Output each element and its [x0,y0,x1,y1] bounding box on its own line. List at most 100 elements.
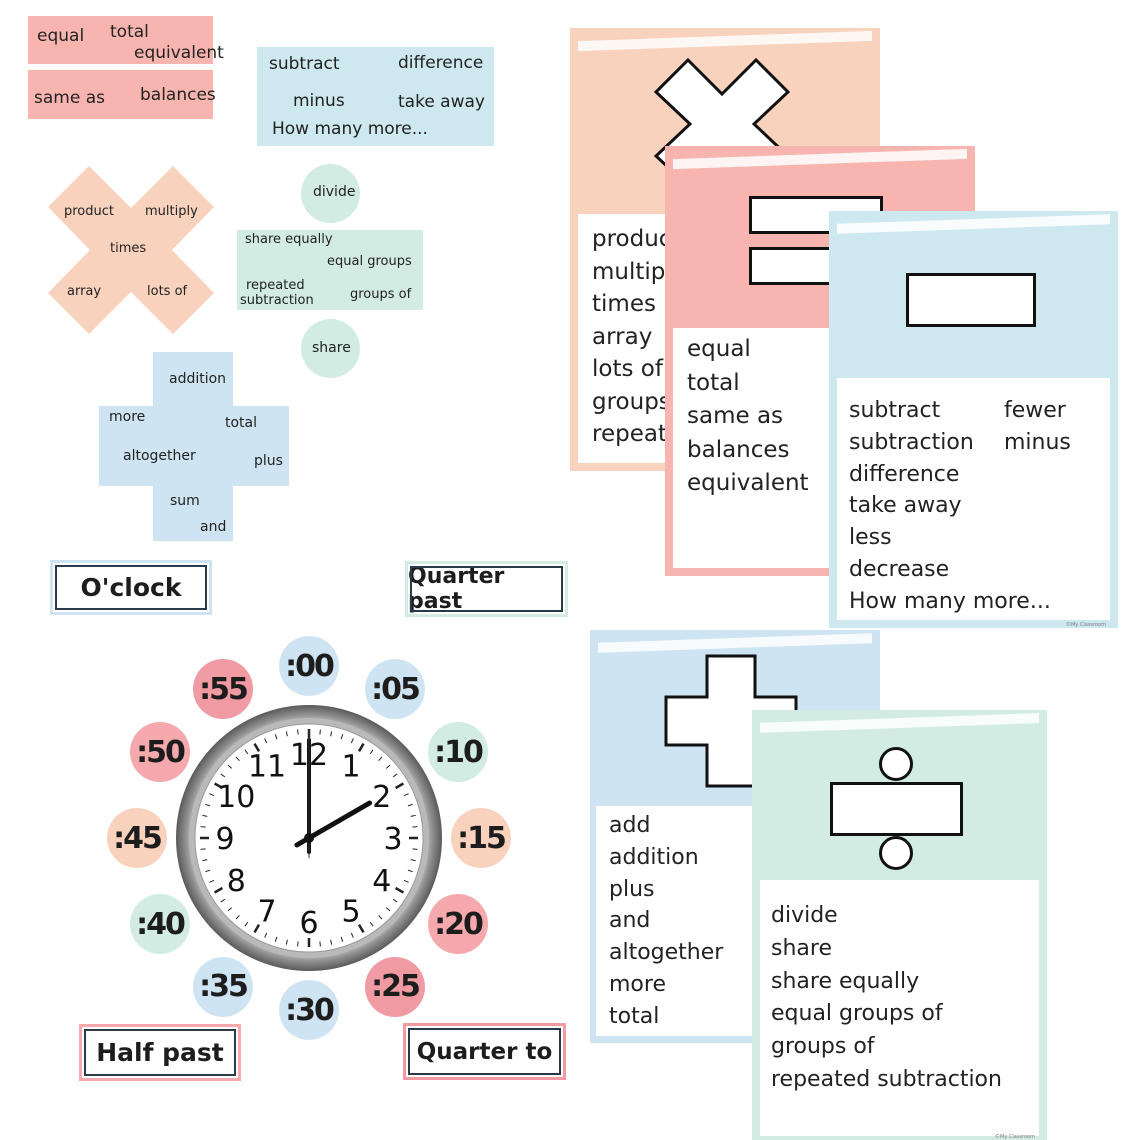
minute-circle: :45 [107,808,167,868]
poster-word: difference [849,461,960,487]
word-multiply: multiply [145,204,198,219]
clock-numeral: 4 [372,864,391,899]
clock-numeral: 6 [299,906,318,941]
clock-tick [378,756,383,762]
clock-tick [274,734,278,740]
clock-ticks [200,729,418,947]
poster-word: add [609,813,651,838]
clock-tick [253,923,261,934]
clock-tick [244,921,249,927]
clock-tick [394,782,405,790]
clock-tick [407,869,413,873]
word-total: total [110,22,149,42]
poster-word: array [592,323,653,350]
poster-word: How many more... [849,588,1051,614]
quarter-past-label: Quarter past [405,561,568,617]
clock-tick [244,749,249,755]
clock-tick [264,932,268,938]
clock-tick [235,756,240,762]
clock-tick [412,826,418,828]
clock-tick [385,764,391,769]
copyright-credit: ©My Classroom [995,1134,1035,1140]
poster-word: addition [609,844,699,870]
clock-tick [392,898,398,903]
poster-word: decrease [849,556,950,582]
clock-tick [220,898,226,903]
word-share: share [312,340,351,356]
minute-circle: :35 [193,956,253,1017]
clock-numeral: 2 [372,780,391,815]
word-repeated: repeated [246,278,305,293]
divide-top-circle [301,164,360,223]
word-sum: sum [170,493,200,509]
word-difference: difference [398,53,484,73]
minus-symbol-icon [906,273,1036,327]
poster-word: plus [609,876,655,902]
clock-tick [209,879,215,883]
add-plus-horizontal [99,406,289,486]
minute-circle: :10 [427,722,488,782]
word-how-many-more: How many more... [272,119,428,139]
clock-center [304,833,314,843]
poster-word: times [592,291,656,317]
clock-tick [412,848,418,850]
clock-tick [350,932,354,938]
clock-tick [205,869,211,873]
clock-tick [200,848,206,850]
clock-tick [407,803,413,807]
poster-word: balances [687,436,790,463]
copyright-credit: ©My Classroom [1066,622,1106,628]
poster-stripe [578,30,872,52]
clock-tick [202,814,208,817]
poster-word: repeated subtraction [771,1066,1002,1092]
clock-tick [340,936,344,942]
poster-word: lots of [592,356,663,382]
minute-circle: :50 [130,722,191,782]
poster-word: altogether [609,940,724,966]
poster-word: share equally [771,968,920,994]
word-times: times [110,241,147,256]
poster-stripe [598,633,872,653]
clock-tick [394,886,405,894]
minute-circle: :30 [279,980,339,1040]
poster-stripe [760,713,1039,733]
clock-tick [202,859,208,862]
clock-tick [410,859,416,862]
clock-tick [357,742,365,753]
clock-tick [209,793,215,797]
clock-tick [200,826,206,828]
minute-circle: :25 [365,956,425,1017]
word-equal: equal [37,26,85,46]
same-as-card: same as balances [28,70,216,119]
word-groups-of: groups of [350,287,412,302]
poster-word: groups [592,388,671,415]
word-equal-groups: equal groups [327,254,412,269]
poster-word: subtraction [849,429,974,455]
minute-circle: :05 [365,659,425,720]
clock-tick [350,738,354,744]
subtract-card: subtract difference minus take away How … [257,47,494,146]
clock-tick [285,939,288,945]
clock-tick [213,886,224,894]
quarter-to-text: Quarter to [416,1038,553,1065]
clock-tick [319,729,321,735]
clock-tick [330,939,333,945]
word-same-as: same as [34,88,105,108]
clock-tick [403,879,409,883]
multiply-x-shape [48,166,214,334]
word-more: more [109,409,146,425]
poster-word: subtract [849,398,941,423]
clock-tick [297,729,299,735]
clock-tick [319,941,321,947]
poster-word: groups of [771,1034,875,1060]
word-array: array [67,284,102,299]
divide-symbol-top-dot [879,747,913,781]
clock-tick [220,773,226,778]
minute-circle: :00 [279,636,339,696]
quarter-past-text: Quarter past [408,564,505,614]
equal-card: equal total equivalent [28,16,224,64]
